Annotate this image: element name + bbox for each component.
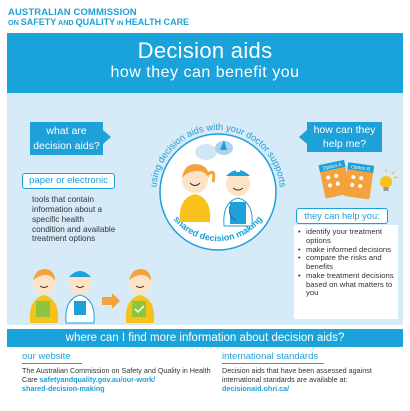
benefit-item: make treatment decisions based on what m… (298, 271, 396, 298)
what-are-box: what are decision aids? (30, 122, 103, 155)
benefit-item: identify your treatment options (298, 227, 396, 246)
benefits-list: identify your treatment options make inf… (298, 227, 396, 298)
what-are-line1: what are (46, 125, 87, 137)
logo-line1: AUSTRALIAN COMMISSION (8, 7, 137, 18)
our-website-text: The Australian Commission on Safety and … (22, 366, 211, 393)
how-line2: help me? (322, 138, 367, 150)
ohri-link[interactable]: decisionaid.ohri.ca/ (222, 383, 290, 393)
how-can-they-help-box: how can they help me? (307, 122, 382, 152)
benefit-item: compare the risks and benefits (298, 254, 396, 272)
how-pointer (299, 130, 307, 144)
what-are-line2: decision aids? (33, 140, 100, 152)
benefit-item: make informed decisions (298, 245, 396, 255)
our-website-heading: our website (22, 351, 71, 362)
how-line1: how can they (313, 124, 376, 136)
header-banner: Decision aids how they can benefit you (7, 33, 403, 93)
website-link[interactable]: safetyandquality.gov.au/our-work/ (39, 374, 156, 384)
page-subtitle: how they can benefit you (110, 64, 300, 81)
page-title: Decision aids (137, 38, 273, 63)
shared-decision-illustration: using decision aids with your doctor sup… (148, 122, 288, 251)
our-website-rule (22, 363, 82, 364)
what-are-pointer (103, 130, 111, 144)
intl-standards-text: Decision aids that have been assessed ag… (222, 366, 372, 393)
they-can-help-label: they can help you: (296, 208, 388, 224)
intl-standards-heading: international standards (222, 351, 319, 362)
people-illustration (29, 269, 155, 324)
decision-aid-description: tools that contain information about a s… (32, 195, 116, 244)
option-a-label: Option A (322, 162, 343, 172)
paper-electronic-label: paper or electronic (22, 173, 115, 189)
intl-standards-rule (222, 363, 324, 364)
option-cards-illustration: Option A Option B (318, 159, 398, 200)
option-b-label: Option B (351, 164, 372, 173)
commission-logo: AUSTRALIAN COMMISSION ON SAFETY AND QUAL… (8, 8, 189, 28)
website-link-cont[interactable]: shared-decision-making (22, 383, 105, 393)
more-info-bar: where can I find more information about … (7, 329, 403, 347)
logo-line2: ON SAFETY AND QUALITY IN HEALTH CARE (8, 16, 190, 27)
